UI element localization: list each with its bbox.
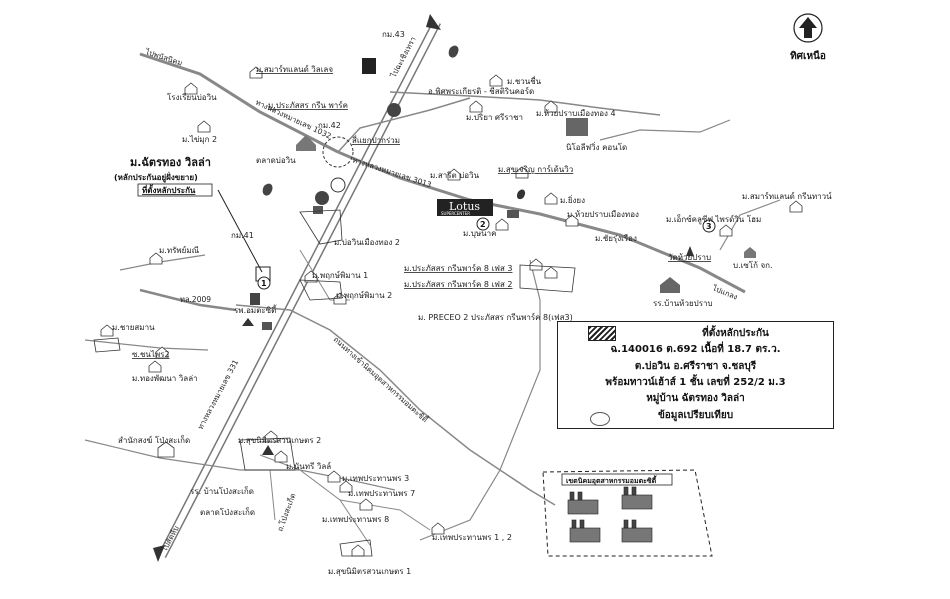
label-hwy2009: ทล.2009 bbox=[180, 295, 211, 304]
label-sukhumvit1: ม.สุขนิมิตรสวนเกษตร 1 bbox=[328, 567, 411, 576]
label-pruksa1: ม.พฤกษ์พิมาน 1 bbox=[312, 270, 368, 280]
label-chattong-villa: ม.ฉัตรทอง วิลล่า bbox=[130, 156, 211, 169]
factory-icons bbox=[567, 486, 653, 543]
plot-outlines bbox=[93, 209, 576, 557]
label-market-pong: ตลาดโป่งสะเก็ด bbox=[200, 507, 255, 517]
label-collateral-site: ที่ตั้งหลักประกัน bbox=[142, 184, 196, 195]
label-thepprathan8: ม.เทพประทานพร 8 bbox=[322, 515, 389, 524]
highway-3013 bbox=[337, 150, 746, 294]
label-yingyong: ม.ยิ่งยง bbox=[560, 194, 585, 205]
legend-circle-swatch bbox=[590, 412, 610, 426]
label-thepprathan12: ม.เทพประทานพร 1 , 2 bbox=[432, 533, 512, 542]
label-smart-land-green-town: ม.สมาร์ทแลนด์ กรีนทาวน์ bbox=[742, 191, 832, 201]
label-school-huai-prap: รร.บ้านห้วยปราบ bbox=[653, 299, 713, 308]
road-northeast bbox=[389, 91, 661, 116]
label-thongpattana: ม.ทองพัฒนา วิลล่า bbox=[132, 374, 198, 383]
road-2009 bbox=[139, 288, 237, 312]
label-thepprathan7: ม.เทพประทานพร 7 bbox=[348, 489, 415, 498]
junction-circle bbox=[322, 136, 354, 168]
label-sarit: ม.สาริต บ่อวิน bbox=[430, 171, 480, 180]
label-chattong-sub: (หลักประกันอยู่ฝั่งขยาย) bbox=[114, 171, 198, 183]
marker-2: 2 bbox=[476, 217, 490, 231]
label-thepprathan3: ม.เทพประทานพร 3 bbox=[342, 474, 409, 483]
label-nantaree: ม.นันทรี วิลล์ bbox=[286, 461, 331, 471]
label-estate-title: เขตนิคมอุตสาหกรรมอมตะซิตี้ bbox=[566, 474, 657, 485]
legend-title: ที่ตั้งหลักประกัน bbox=[702, 328, 769, 339]
label-huai-prap4: ม.ห้วยปราบเมืองทอง 4 bbox=[536, 109, 616, 118]
label-prasertsorn-green-park: ม.ประภัสสร กรีน พาร์ค bbox=[268, 100, 348, 110]
label-market-bowin: ตลาดบ่อวิน bbox=[256, 156, 296, 165]
legend-line4: หมู่บ้าน ฉัตรทอง วิลล่า bbox=[646, 393, 745, 404]
road-estate bbox=[235, 304, 556, 506]
label-to-phanat: ไปพนัสนิคม bbox=[143, 47, 183, 68]
label-bank-kk: บ.เซโก้ จก. bbox=[733, 260, 773, 270]
label-exclusive: ม.เอ็กซ์คลูซีฟ ไพรด์วิน โฮม bbox=[666, 214, 761, 225]
label-chatchai: ม.ไข่มุก 2 bbox=[182, 135, 217, 144]
label-km42: กม.42 bbox=[318, 121, 341, 130]
label-niko-condo: นิโอลีฟวิ่ง คอนโด bbox=[566, 141, 627, 152]
marker-1: 1 bbox=[257, 276, 271, 290]
legend-line2: ต.บ่อวิน อ.ศรีราชา จ.ชลบุรี bbox=[634, 361, 757, 372]
label-prapriya: ม.ปริยา ศรีราชา bbox=[466, 113, 523, 122]
lotus-store-sign: Lotus SUPERCENTER bbox=[437, 199, 493, 216]
label-amata-hospital: รพ.อมตะซิตี้ bbox=[234, 304, 277, 315]
lotus-label: Lotus bbox=[449, 200, 480, 213]
industrial-estate: เขตนิคมอุตสาหกรรมอมตะซิตี้ bbox=[542, 469, 713, 557]
label-to-estate: ถนนทางเข้านิคมอุตสาหกรรมอมตะซิตี้ bbox=[332, 334, 431, 425]
lotus-sub-label: SUPERCENTER bbox=[441, 211, 470, 216]
label-wat-huai-prap: วัดห้วยปราบ bbox=[668, 253, 711, 262]
label-khuan-sin: ม.ชวนชื่น bbox=[507, 75, 542, 86]
label-road-pong: ถ.โป่งสะเก็ด bbox=[274, 492, 297, 533]
highway-1032 bbox=[139, 52, 339, 154]
legend-line3: พร้อมทาวน์เฮ้าส์ 1 ชั้น เลขที่ 252/2 ม.3 bbox=[605, 377, 786, 388]
svg-text:1: 1 bbox=[261, 279, 267, 288]
label-junction: สี่แยกปากร่วม bbox=[352, 134, 400, 145]
label-smart-land-villa: ม.สมาร์ทแลนด์ วิลเลจ bbox=[256, 64, 333, 74]
house-icons bbox=[100, 66, 803, 557]
north-arrow-icon bbox=[793, 13, 823, 43]
label-bowin-muangthong2: ม.บ่อวินเมืองทอง 2 bbox=[334, 238, 400, 247]
label-pruksa2: ม.พฤกษ์พิมาน 2 bbox=[336, 290, 392, 300]
legend-line5: ข้อมูลเปรียบเทียบ bbox=[657, 410, 734, 421]
label-school-pong: รร. บ้านโป่งสะเก็ด bbox=[190, 486, 254, 496]
label-km41: กม.41 bbox=[231, 231, 254, 240]
label-school-bowin: โรงเรียนบ่อวิน bbox=[167, 92, 217, 102]
label-trubphimai: ม.ทรัพย์มณี bbox=[159, 245, 200, 255]
label-huai-prap-muangthong: ม.ห้วยปราบเมืองทอง bbox=[567, 210, 639, 219]
label-sukhumvit2: ม.สุขนิมิตรสวนเกษตร 2 bbox=[238, 436, 321, 445]
label-green-park8-p2: ม.ประภัสสร กรีนพาร์ค 8 เฟส 2 bbox=[404, 279, 512, 289]
svg-text:2: 2 bbox=[480, 220, 486, 229]
label-km43: กม.43 bbox=[382, 30, 405, 39]
marker-3: 3 bbox=[702, 219, 716, 233]
label-preceo: ม. PRECEO 2 ประภัสสร กรีนพาร์ค 8(เฟส3) bbox=[418, 312, 573, 322]
legend-line1: ฉ.140016 ต.692 เนื้อที่ 18.7 ตร.ว. bbox=[610, 344, 781, 355]
label-suksan-garden: ม.สุขเจริญ การ์เด้นวิว bbox=[498, 164, 573, 174]
label-green-park8-p3: ม.ประภัสสร กรีนพาร์ค 8 เฟส 3 bbox=[404, 263, 512, 273]
label-samnak-pong: สำนักสงฆ์ โป่งสะเก็ด bbox=[118, 435, 190, 445]
north-label: ทิศเหนือ bbox=[790, 51, 826, 62]
label-chonprai2: ซ.ชนไพร2 bbox=[132, 350, 170, 359]
north-indicator: ทิศเหนือ bbox=[783, 13, 833, 64]
label-chaisumrarn: ม.ชายสมาน bbox=[112, 323, 155, 332]
label-bunnarat: ม.บุษนาค bbox=[463, 229, 496, 238]
landmark-icons bbox=[242, 45, 756, 455]
legend-hatch-swatch bbox=[588, 326, 616, 341]
label-top-thai: อ.พิศพระเกียรติ - ชีสติรินคอร์ด bbox=[428, 86, 534, 96]
svg-text:3: 3 bbox=[706, 222, 712, 231]
label-chaiyarung: ม.ชัยรุ่งเรือง bbox=[595, 234, 637, 243]
